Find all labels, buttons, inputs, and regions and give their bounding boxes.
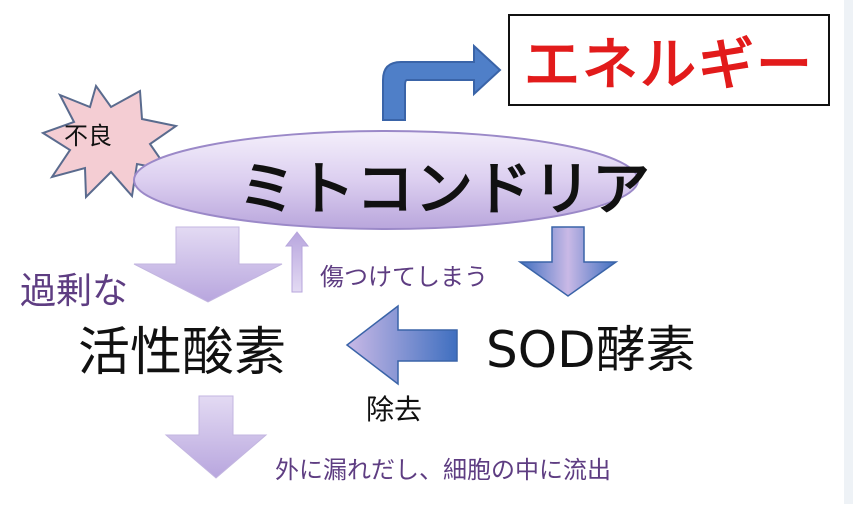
mitochondria-label: ミトコンドリア [238,155,652,223]
damage-label: 傷つけてしまう [320,263,488,291]
right-edge-strip [844,0,853,504]
remove-arrow [345,304,458,386]
mitochondria-ellipse [133,130,639,230]
remove-label: 除去 [366,393,423,426]
defect-burst [40,83,179,200]
down-arrow-leak [164,395,268,479]
ros-label: 活性酸素 [78,323,287,383]
energy-box: エネルギー [508,14,830,106]
energy-bent-arrow [382,43,502,121]
energy-label: エネルギー [524,32,814,98]
sod-label: SOD酵素 [486,321,696,379]
up-arrow-damage [284,231,310,293]
down-arrow-to-ros [133,226,283,303]
down-arrow-to-sod [517,226,619,297]
leak-label: 外に漏れだし、細胞の中に流出 [275,456,611,484]
excess-label: 過剰な [20,271,129,312]
defect-label: 不良 [64,122,112,150]
